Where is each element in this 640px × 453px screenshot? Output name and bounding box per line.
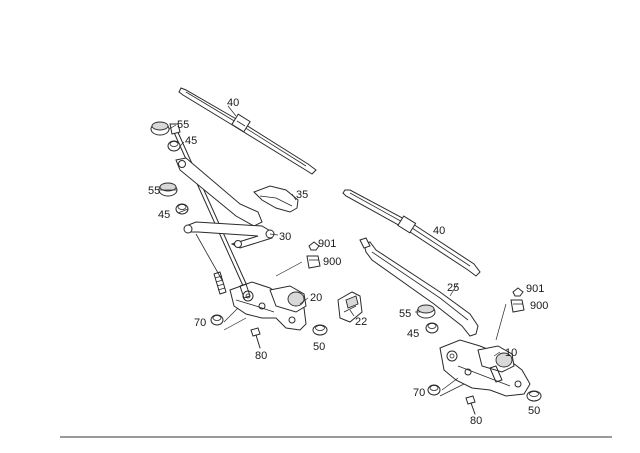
callout-70-left: 70 [194,317,206,329]
wiper-linkage-30[interactable] [175,157,275,249]
bushing-70-left[interactable] [210,314,224,326]
wiper-motor-10[interactable] [439,339,531,397]
bolt-80-left[interactable] [250,327,261,349]
callout-25: 25 [447,282,459,294]
callout-901-left: 901 [318,238,336,250]
callout-45-mid: 45 [158,209,170,221]
callout-900-left: 900 [323,256,341,268]
callout-35: 35 [296,189,308,201]
grommet-901-left[interactable] [308,241,320,251]
nut-45-mid[interactable] [175,203,189,215]
callout-55-mid: 55 [148,185,160,197]
wiper-blade-left[interactable] [178,87,317,175]
callout-55-upper: 55 [177,119,189,131]
callout-901-right: 901 [526,283,544,295]
callout-40-left: 40 [227,97,239,109]
bushing-70-right[interactable] [427,384,441,396]
grommet-900-left[interactable] [306,255,321,269]
callout-22: 22 [355,316,367,328]
cap-55-right[interactable] [416,304,436,319]
nut-45-upper[interactable] [167,140,181,152]
nut-45-right[interactable] [425,322,439,334]
callout-30: 30 [279,231,291,243]
bolt-80-right[interactable] [465,395,476,415]
wiper-blade-right[interactable] [342,189,481,277]
grommet-900-right[interactable] [510,299,525,313]
callout-50-right: 50 [528,405,540,417]
nut-50-left[interactable] [312,324,328,336]
leader-lines [160,105,507,397]
grommet-901-right[interactable] [512,287,524,297]
wiper-arm-rod-left[interactable] [169,123,249,289]
nut-50-right[interactable] [526,390,542,402]
cover-cap-35[interactable] [253,185,299,213]
callout-55-right: 55 [399,308,411,320]
cap-55-upper[interactable] [150,121,170,136]
callout-70-right: 70 [413,387,425,399]
callout-10: 10 [505,347,517,359]
callout-45-upper: 45 [185,135,197,147]
spring-rod-left[interactable] [195,233,227,295]
callout-50-left: 50 [313,341,325,353]
wiper-motor-20[interactable] [229,281,307,331]
callout-20: 20 [310,292,322,304]
wiper-arm-25[interactable] [359,237,479,337]
callout-45-right: 45 [407,328,419,340]
callout-labels: 40 55 45 35 55 45 30 901 900 20 22 70 80… [148,97,548,427]
callout-40-right: 40 [433,225,445,237]
connector-22[interactable] [337,291,363,323]
callout-80-left: 80 [255,350,267,362]
cap-55-mid[interactable] [158,182,178,197]
callout-900-right: 900 [530,300,548,312]
callout-80-right: 80 [470,415,482,427]
